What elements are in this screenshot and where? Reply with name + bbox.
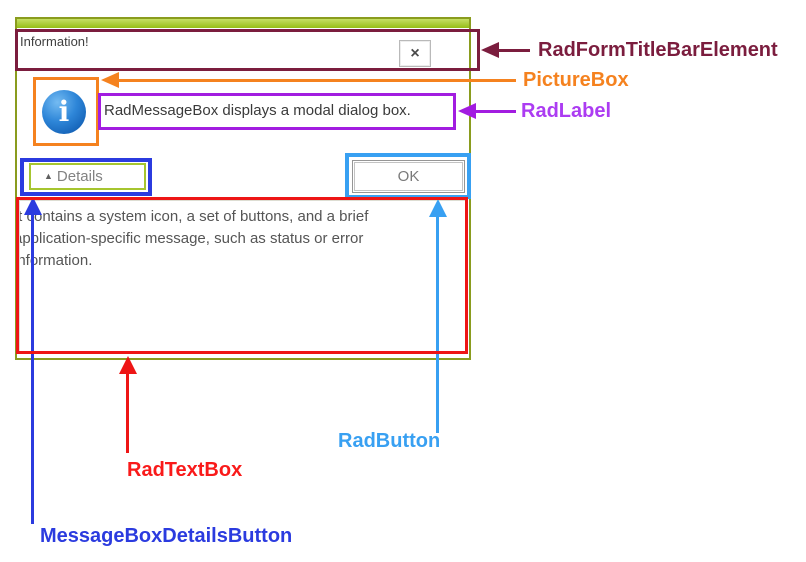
details-text-line: information. [20, 252, 93, 269]
annotation-box-picturebox [33, 77, 99, 146]
annotation-line-detailsbutton [31, 214, 34, 524]
window-title: Information! [20, 34, 89, 49]
details-text-region: It contains a system icon, a set of butt… [20, 206, 463, 346]
arrow-left-icon [481, 42, 499, 58]
callout-radformtitlebarelement: RadFormTitleBarElement [538, 39, 778, 61]
chevron-up-icon: ▲ [44, 171, 53, 181]
callout-radlabel: RadLabel [521, 100, 612, 122]
message-label: RadMessageBox displays a modal dialog bo… [104, 102, 411, 119]
annotation-box-radtextbox [16, 197, 468, 354]
arrow-left-icon [101, 72, 119, 88]
annotation-box-radbutton [345, 153, 471, 199]
annotation-box-titlebar [15, 29, 480, 71]
titlebar-accent-strip [17, 19, 469, 28]
arrow-up-icon [24, 197, 42, 215]
info-icon-glyph: i [58, 95, 70, 128]
arrow-up-icon [119, 356, 137, 374]
details-textbox[interactable] [19, 200, 466, 352]
close-icon: × [410, 44, 420, 62]
close-button[interactable]: × [399, 40, 431, 67]
callout-messageboxdetailsbutton: MessageBoxDetailsButton [40, 525, 293, 547]
annotation-box-radlabel [98, 93, 456, 130]
details-text-line: application-specific message, such as st… [20, 230, 364, 247]
annotation-line-radbutton [436, 216, 439, 433]
annotation-line-picturebox [118, 79, 516, 82]
callout-picturebox: PictureBox [523, 69, 629, 91]
details-text-line: It contains a system icon, a set of butt… [20, 208, 369, 225]
callout-radtextbox: RadTextBox [127, 459, 243, 481]
arrow-up-icon [429, 199, 447, 217]
annotation-line-titlebar [497, 49, 530, 52]
ok-button-label: OK [397, 168, 420, 185]
arrow-left-icon [458, 103, 476, 119]
details-button[interactable]: ▲ Details [29, 163, 146, 190]
annotation-line-radlabel [474, 110, 516, 113]
annotation-box-detailsbutton [20, 158, 152, 196]
annotation-line-radtextbox [126, 373, 129, 453]
callout-radbutton: RadButton [338, 430, 441, 452]
ok-button[interactable]: OK [352, 160, 465, 193]
info-icon: i [42, 90, 86, 134]
details-button-label: Details [56, 168, 103, 185]
